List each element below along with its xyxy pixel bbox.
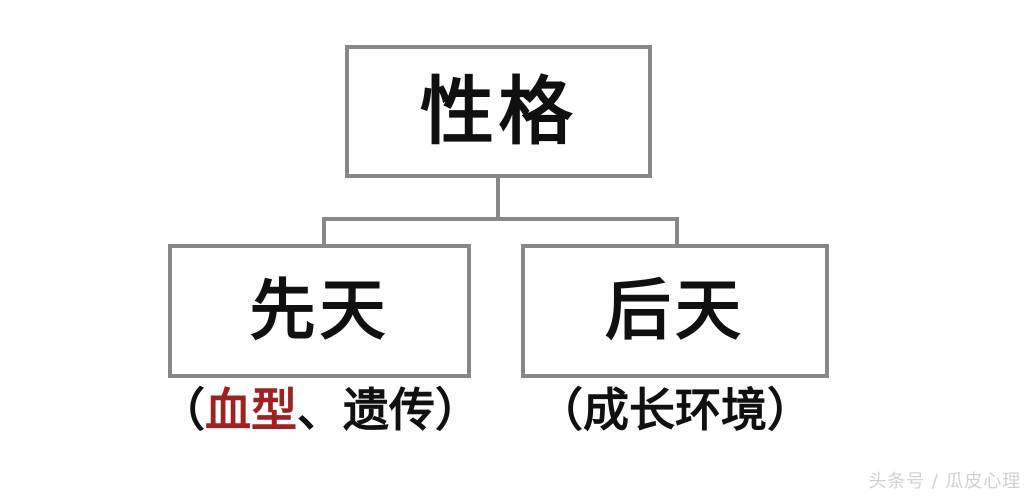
node-acquired-label: 后天 [605, 272, 745, 349]
caption-acquired-rest: 成长环境 [583, 383, 767, 437]
caption-innate-accent: 血型 [205, 383, 297, 437]
caption-acquired: （成长环境） [493, 386, 857, 434]
caption-acquired-open-paren: （ [537, 383, 583, 437]
caption-innate-separator: 、 [297, 383, 343, 437]
node-innate: 先天 [168, 244, 471, 378]
watermark: 头条号 / 瓜皮心理 [868, 471, 1021, 492]
caption-acquired-close-paren: ） [767, 383, 813, 437]
connector-drop-left [322, 217, 326, 246]
node-root-label: 性格 [420, 68, 577, 155]
caption-innate-rest: 遗传 [343, 383, 435, 437]
connector-root-stem [496, 178, 500, 221]
caption-innate-close-paren: ） [435, 383, 481, 437]
connector-horizontal-bar [322, 217, 679, 221]
node-innate-label: 先天 [249, 272, 390, 349]
node-root: 性格 [345, 45, 652, 178]
connector-drop-right [675, 217, 679, 246]
caption-innate: （血型、遗传） [138, 386, 502, 434]
caption-innate-open-paren: （ [159, 383, 205, 437]
node-acquired: 后天 [521, 244, 829, 378]
